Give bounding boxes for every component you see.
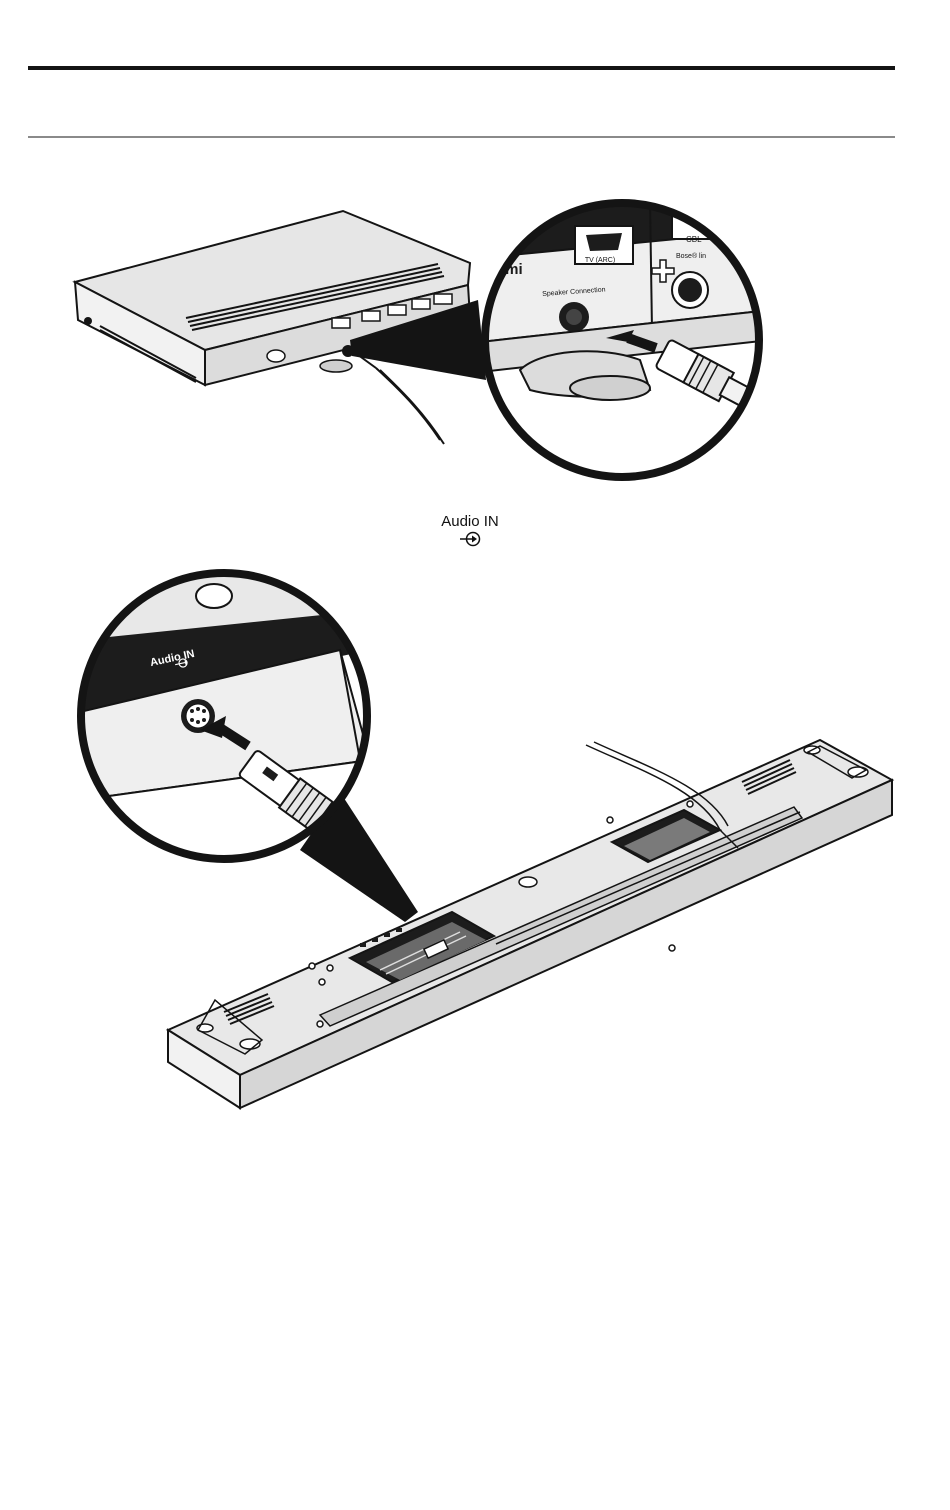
console-callout: TV (ARC) CBL Bose® lin ɑmi Speaker Conne… [480, 200, 770, 490]
tv-arc-label: TV (ARC) [585, 257, 615, 264]
cbl-label: CBL [686, 235, 702, 244]
power-button-icon [84, 317, 92, 325]
soundbar-callout: Audio IN [80, 572, 370, 862]
audio-in-caption: Audio IN [420, 513, 520, 547]
input-arrow-icon [457, 531, 483, 547]
power-port-icon [267, 350, 285, 362]
bose-link-label: Bose® lin [676, 252, 706, 260]
audio-in-label: Audio IN [420, 513, 520, 530]
